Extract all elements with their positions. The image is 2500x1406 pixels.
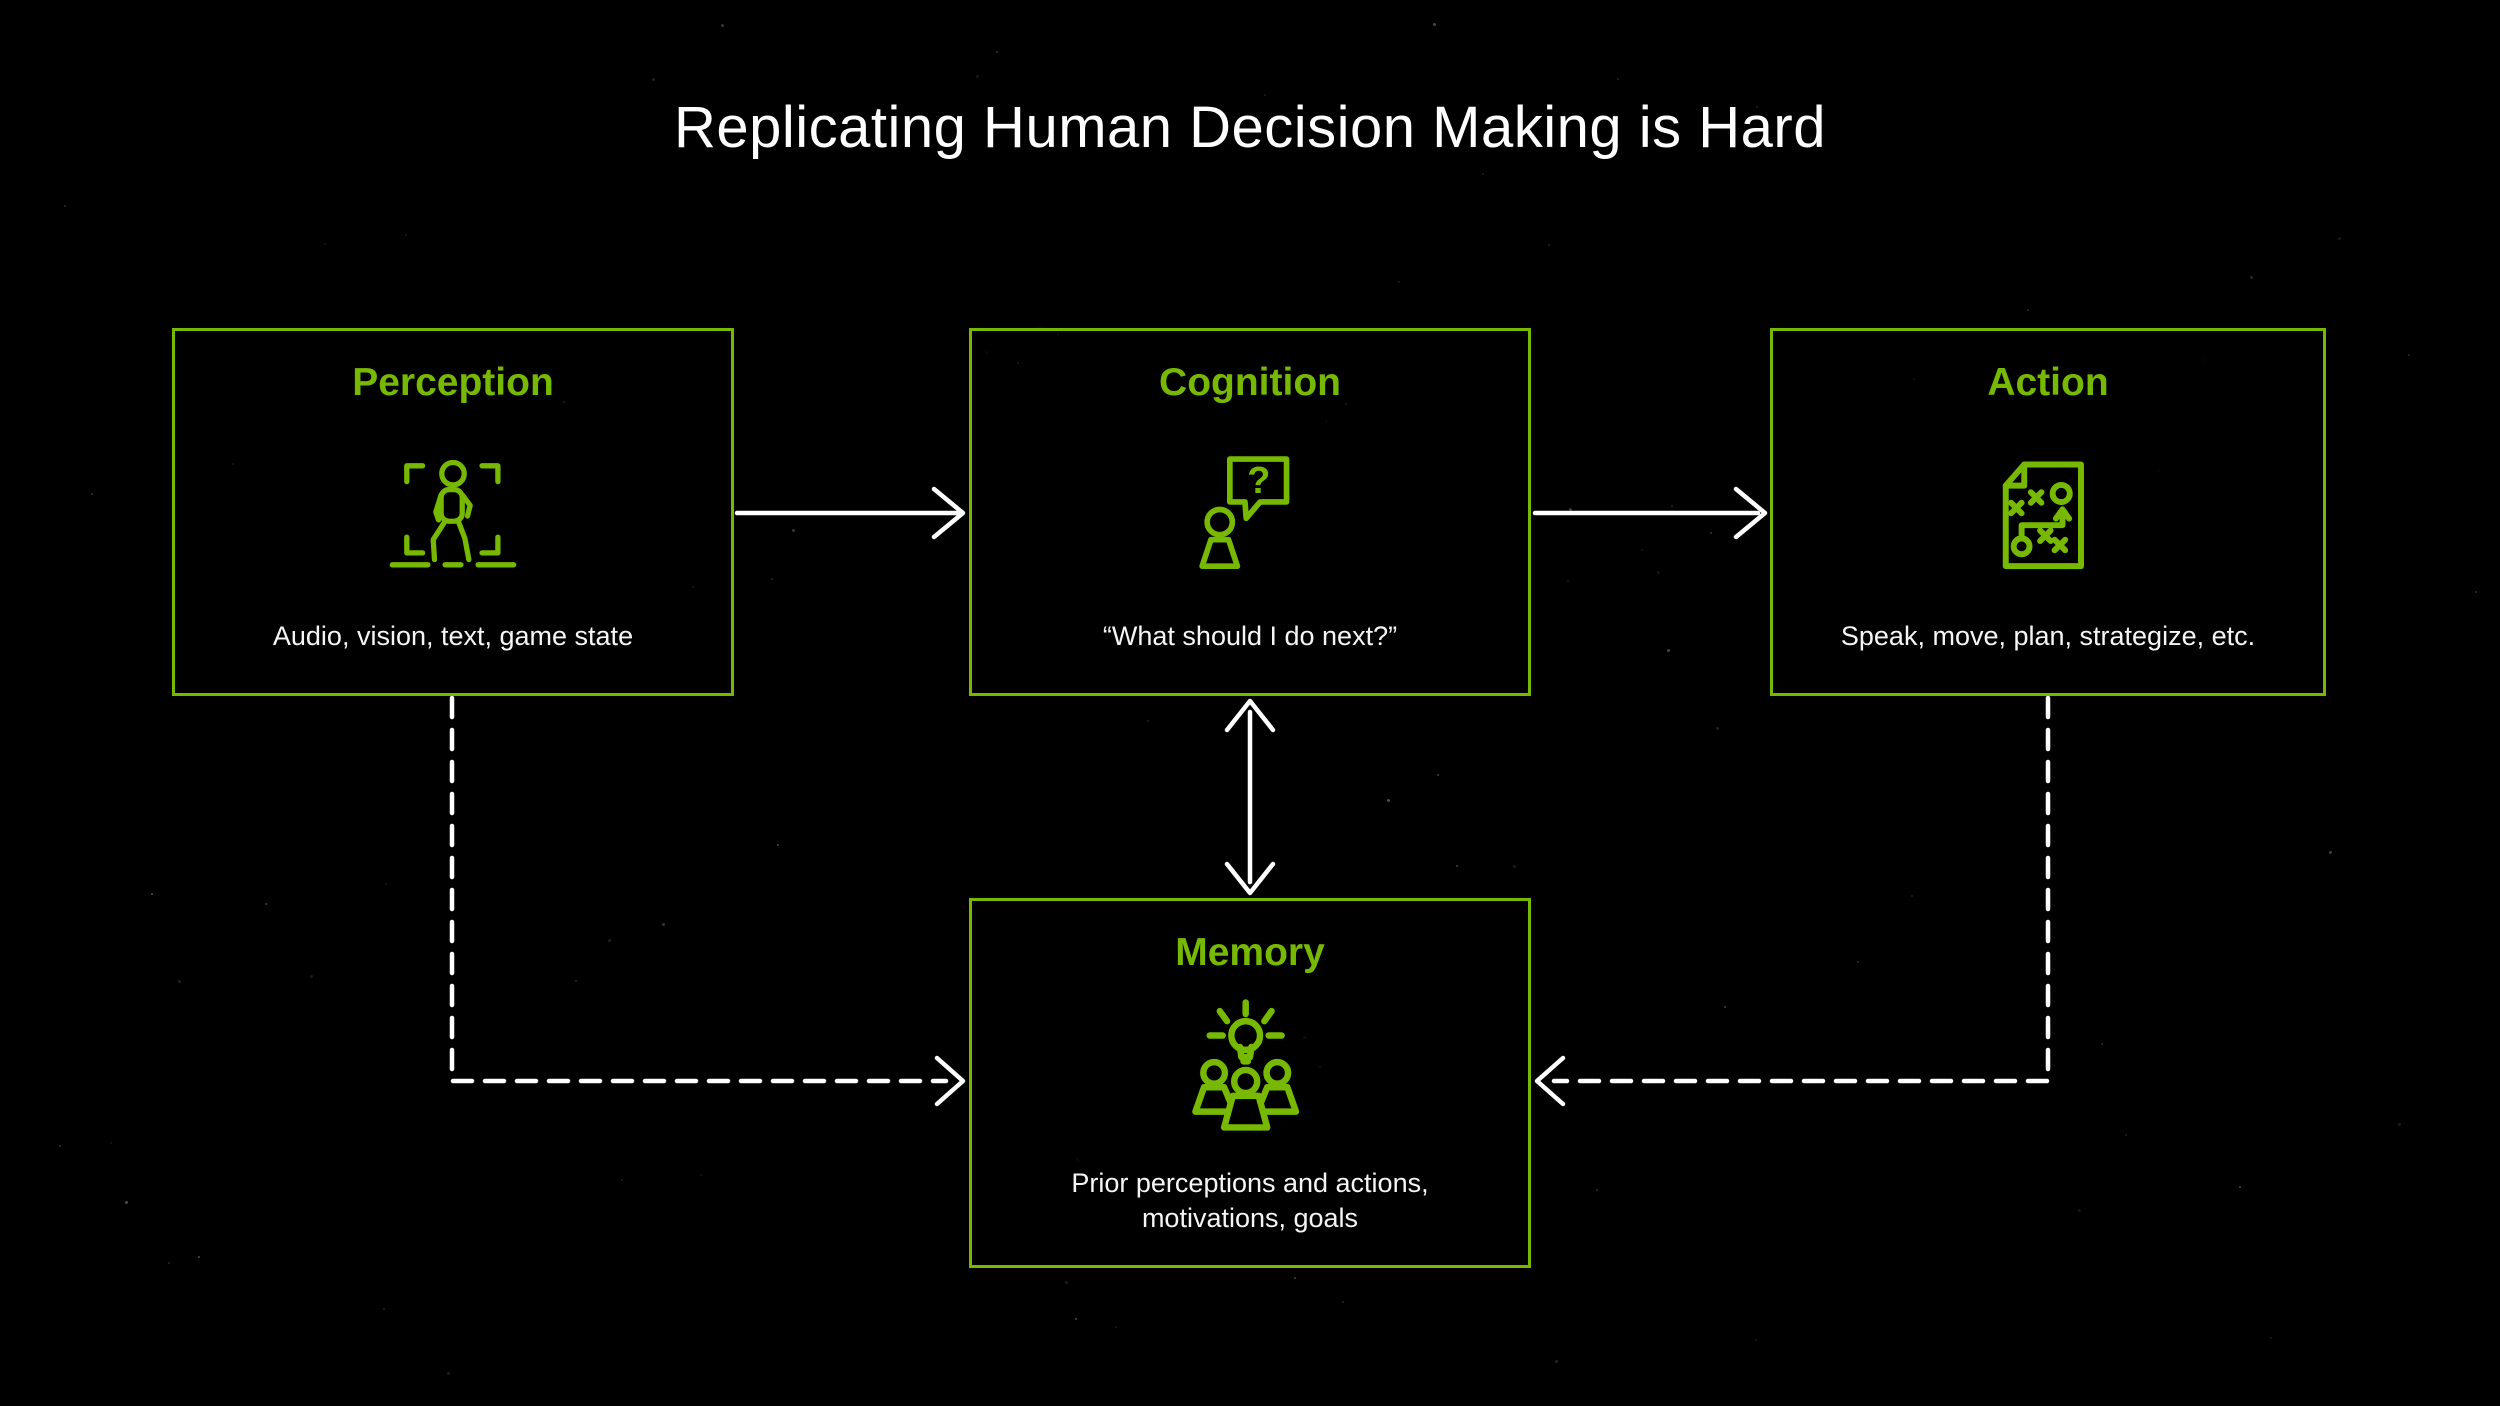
perception-box-title: Perception	[352, 361, 554, 404]
star-speck	[771, 578, 773, 580]
star-speck	[721, 24, 724, 27]
star-speck	[125, 1201, 128, 1204]
star-speck	[2125, 1134, 2127, 1136]
star-speck	[1710, 532, 1712, 534]
star-speck	[662, 923, 665, 926]
star-speck	[1513, 865, 1516, 868]
star-speck	[1437, 774, 1439, 776]
person-detection-icon	[387, 405, 519, 619]
star-speck	[2078, 1209, 2081, 1212]
action-box-description: Speak, move, plan, strategize, etc.	[1840, 621, 2256, 652]
star-speck	[91, 493, 93, 495]
star-speck	[1596, 1189, 1598, 1191]
star-speck	[2027, 309, 2029, 311]
star-speck	[777, 844, 779, 846]
star-speck	[2270, 1337, 2272, 1339]
star-speck	[996, 51, 998, 53]
star-speck	[447, 1372, 450, 1375]
team-lightbulb-icon	[1171, 975, 1329, 1166]
star-speck	[2398, 1123, 2401, 1126]
star-speck	[1641, 549, 1643, 551]
star-speck	[178, 980, 181, 983]
star-speck	[700, 1174, 702, 1176]
cognition-box-title: Cognition	[1159, 361, 1341, 404]
star-speck	[1065, 1281, 1068, 1284]
slide-title: Replicating Human Decision Making is Har…	[674, 95, 1826, 160]
star-speck	[2338, 237, 2341, 240]
action-box-title: Action	[1987, 361, 2109, 404]
star-speck	[1671, 505, 1673, 507]
action-box: Action Speak, move, plan, strategize, et…	[1770, 328, 2326, 696]
star-speck	[2250, 276, 2253, 279]
star-speck	[1075, 1318, 1077, 1320]
star-speck	[608, 939, 611, 942]
star-speck	[1264, 94, 1266, 96]
perception-box-description: Audio, vision, text, game state	[272, 621, 634, 652]
star-speck	[1483, 137, 1486, 140]
star-speck	[2475, 591, 2477, 593]
star-speck	[2329, 851, 2332, 854]
star-speck	[1911, 895, 1913, 897]
star-speck	[1342, 1301, 1344, 1303]
perception-box: Perception Audio, vision, text, game sta…	[172, 328, 734, 696]
star-speck	[405, 234, 407, 236]
star-speck	[1857, 961, 1859, 963]
star-speck	[1755, 1339, 1757, 1341]
star-speck	[1456, 865, 1458, 867]
star-speck	[792, 529, 795, 532]
star-speck	[652, 78, 655, 81]
star-speck	[621, 1179, 623, 1181]
cognition-box: Cognition ? “What should I do next?”	[969, 328, 1531, 696]
star-speck	[2239, 1186, 2241, 1188]
star-speck	[1569, 508, 1572, 511]
star-speck	[2101, 1043, 2103, 1045]
star-speck	[1567, 580, 1569, 582]
star-speck	[1482, 173, 1484, 175]
star-speck	[385, 883, 387, 885]
star-speck	[198, 1256, 200, 1258]
cognition-box-description: “What should I do next?”	[1102, 621, 1398, 652]
star-speck	[1716, 727, 1719, 730]
star-speck	[1294, 1277, 1296, 1279]
star-speck	[1657, 571, 1660, 574]
memory-box: Memory Prior perceptions and actions, mo…	[969, 898, 1531, 1268]
star-speck	[1724, 1006, 1726, 1008]
star-speck	[1147, 720, 1149, 722]
star-speck	[1756, 106, 1758, 108]
star-speck	[383, 1308, 385, 1310]
star-speck	[1548, 244, 1550, 246]
star-speck	[151, 893, 153, 895]
star-speck	[1617, 78, 1619, 80]
star-speck	[265, 903, 267, 905]
star-speck	[64, 205, 66, 207]
svg-text:?: ?	[1247, 460, 1270, 502]
star-speck	[1398, 281, 1400, 283]
star-speck	[110, 1142, 112, 1144]
star-speck	[575, 980, 577, 982]
memory-box-description: Prior perceptions and actions, motivatio…	[1071, 1167, 1429, 1234]
star-speck	[1667, 649, 1670, 652]
star-speck	[324, 243, 326, 245]
star-speck	[976, 75, 979, 78]
star-speck	[59, 1145, 61, 1147]
star-speck	[310, 975, 313, 978]
star-speck	[1433, 23, 1436, 26]
person-question-bubble-icon: ?	[1187, 405, 1313, 619]
star-speck	[1555, 1360, 1558, 1363]
star-speck	[168, 1262, 170, 1264]
star-speck	[2408, 354, 2410, 356]
strategy-plan-document-icon	[1982, 405, 2114, 619]
memory-box-title: Memory	[1175, 931, 1325, 974]
star-speck	[1115, 1326, 1117, 1328]
star-speck	[1387, 799, 1390, 802]
